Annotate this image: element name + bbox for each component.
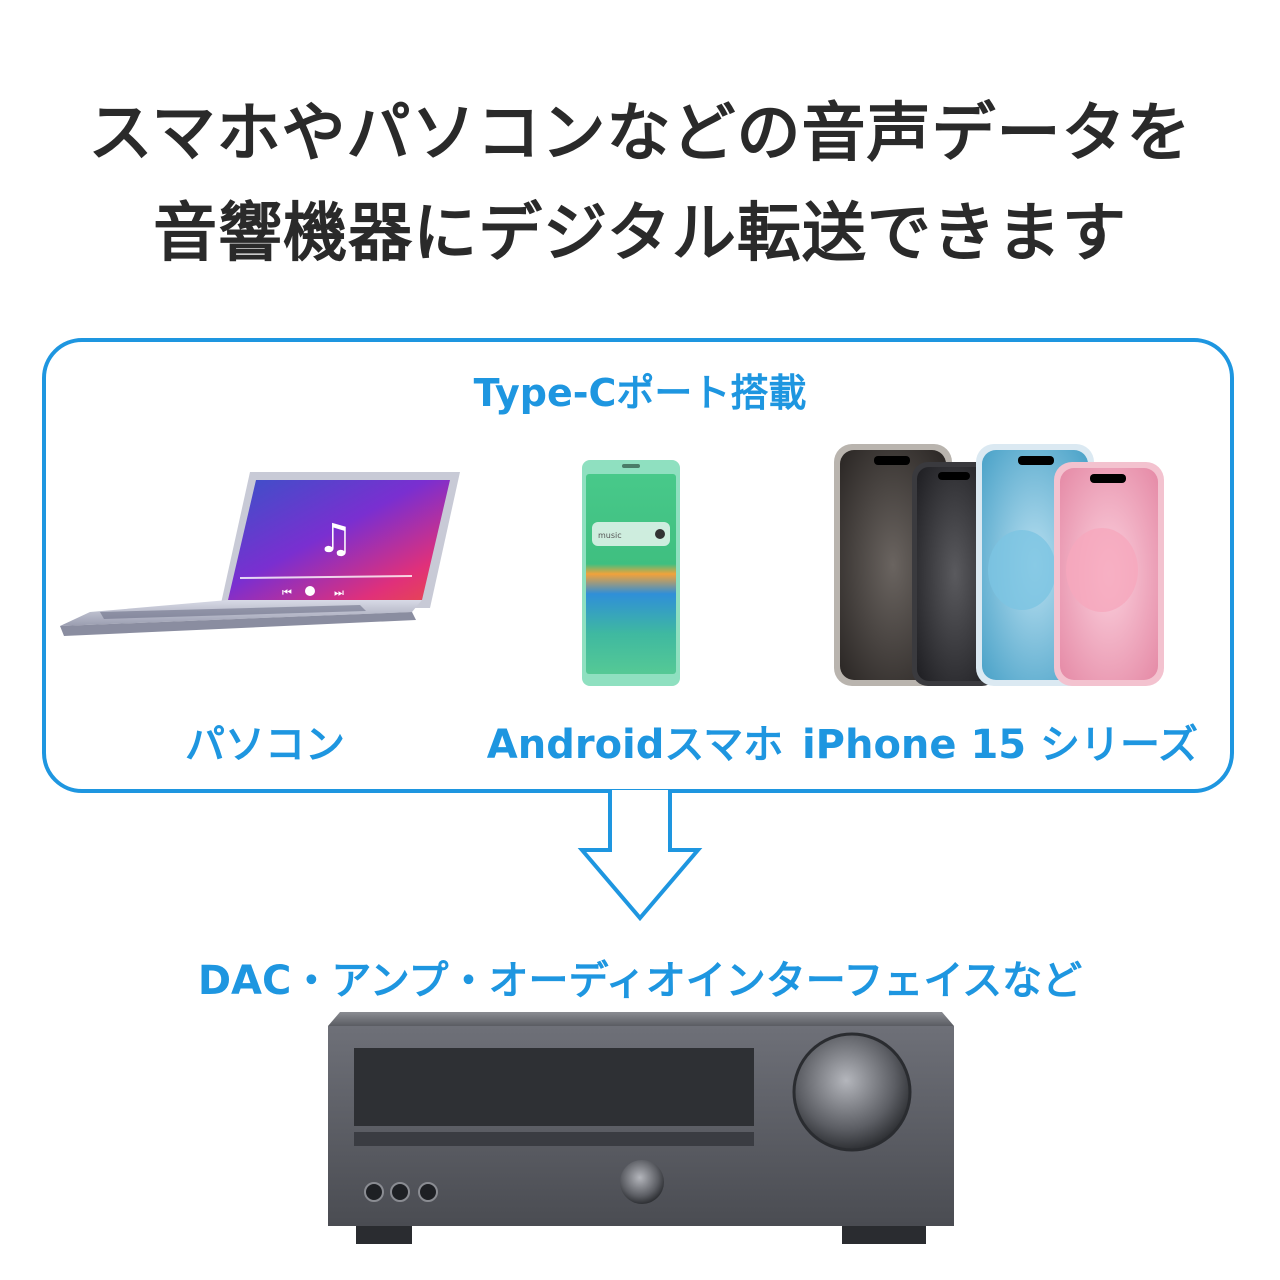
svg-text:♫: ♫	[317, 516, 353, 562]
svg-text:⏭: ⏭	[334, 586, 344, 599]
svg-text:⏮: ⏮	[282, 586, 292, 599]
device-label-pc: パソコン	[185, 722, 345, 768]
laptop-icon: ♫ ⏮ ⏭	[60, 472, 460, 636]
type-c-port-title: Type-Cポート搭載	[473, 371, 807, 415]
target-devices-label: DAC・アンプ・オーディオインターフェイスなど	[197, 958, 1083, 1004]
headline-line-1: スマホやパソコンなどの音声データを	[88, 97, 1192, 171]
android-phone-icon: music	[582, 460, 680, 686]
headline-line-2: 音響機器にデジタル転送できます	[153, 197, 1127, 271]
device-label-iphone: iPhone 15 シリーズ	[801, 722, 1199, 768]
device-label-android: Androidスマホ	[486, 722, 784, 768]
android-screen-music-text: music	[598, 531, 622, 540]
audio-amplifier-icon	[328, 1012, 954, 1244]
iphone-group-icon	[834, 444, 1164, 686]
down-arrow-icon	[577, 790, 703, 922]
